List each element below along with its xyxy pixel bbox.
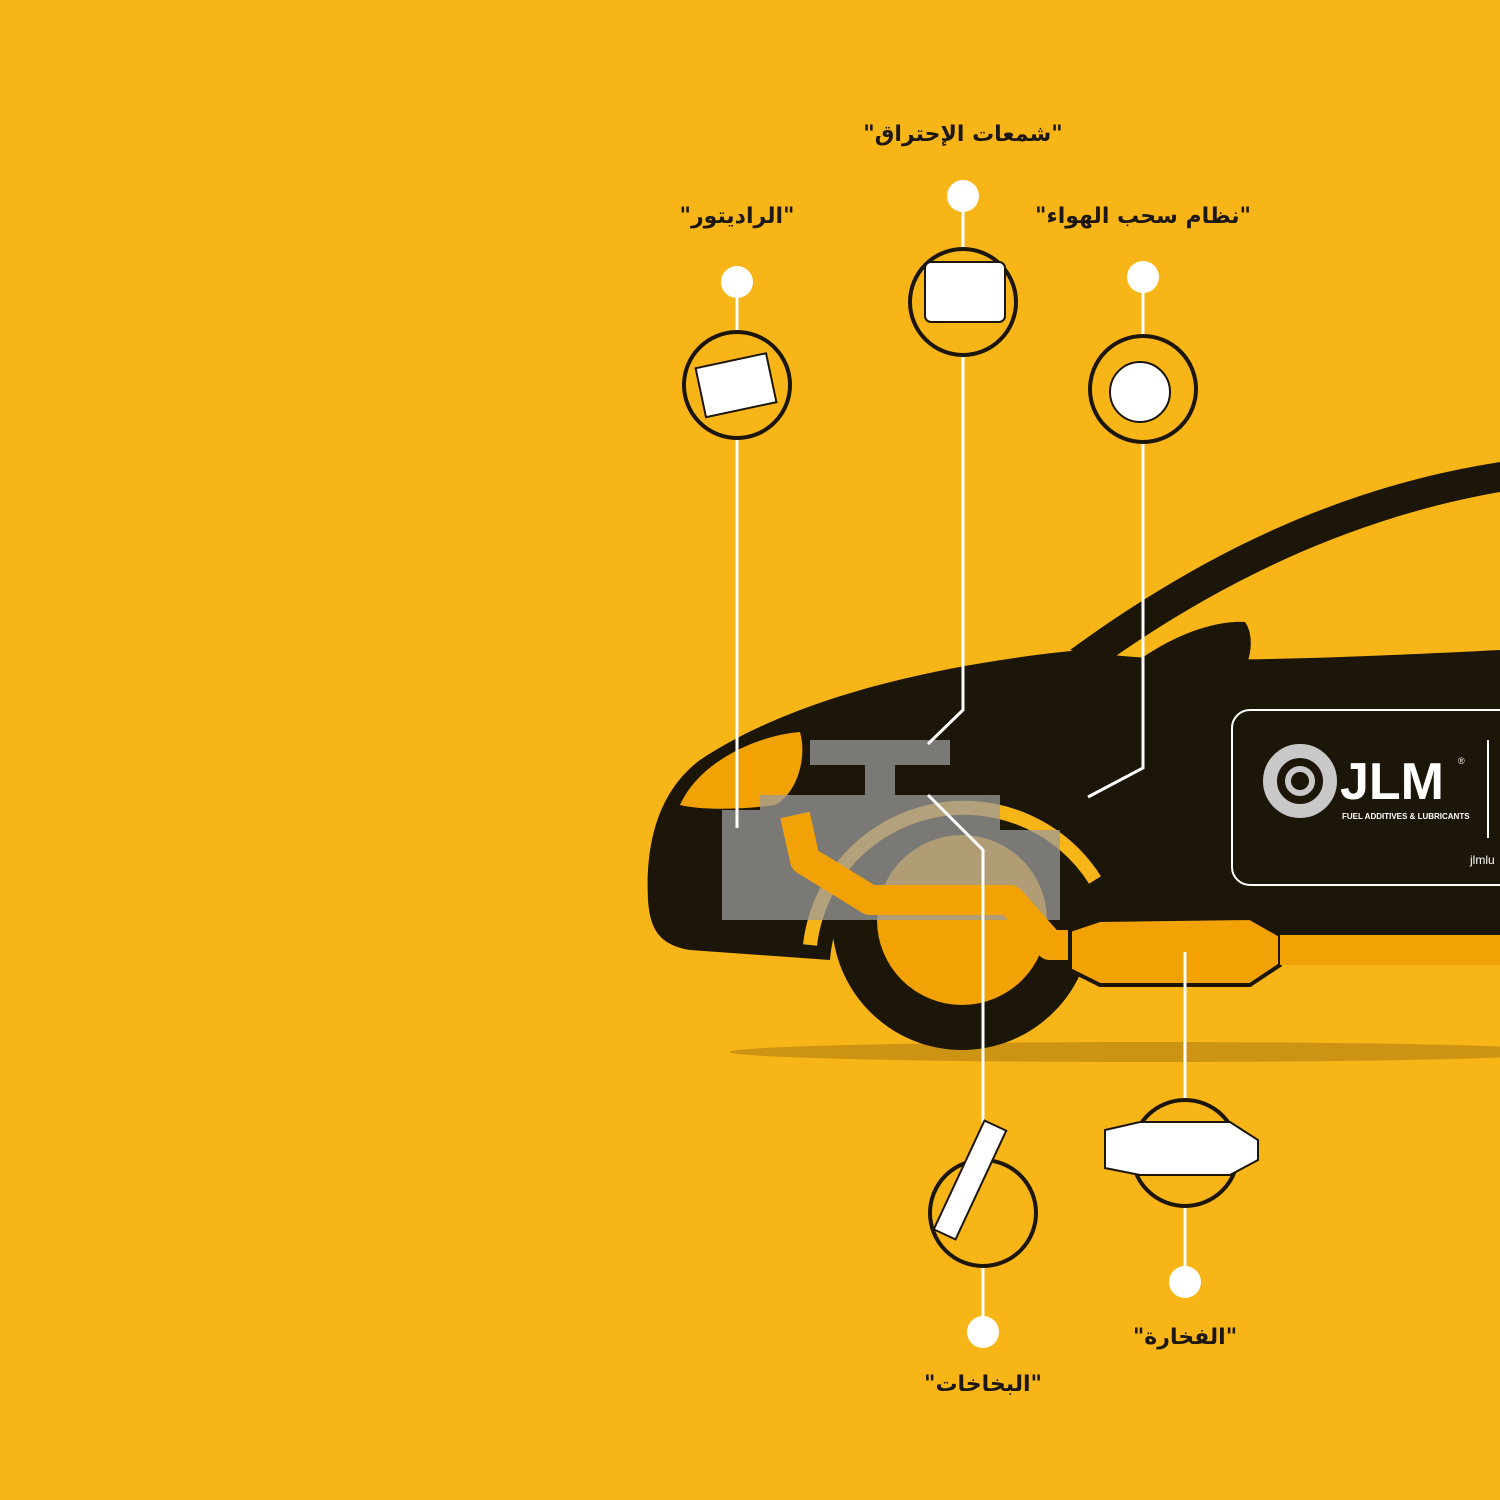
jlm-logo-ring — [1263, 744, 1337, 818]
brand-registered: ® — [1458, 756, 1465, 766]
connector-dots — [721, 180, 1201, 1348]
jlm-logo-inner — [1285, 766, 1315, 796]
brand-name: JLM — [1340, 753, 1444, 811]
exhaust-pipe — [780, 811, 1080, 960]
brand-website: jlmlu — [1470, 853, 1495, 867]
label-spark-plugs: "شمعات الإحتراق" — [863, 122, 1063, 147]
brand-tagline: FUEL ADDITIVES & LUBRICANTS — [1342, 812, 1470, 821]
catalytic-converter-shape — [1068, 915, 1282, 987]
label-injectors: "البخاخات" — [923, 1372, 1043, 1397]
logo-panel — [1231, 709, 1500, 886]
side-mirror — [1120, 621, 1251, 691]
car-shadow — [730, 1042, 1500, 1062]
tailpipe — [1280, 935, 1500, 965]
car-roof — [1070, 462, 1500, 660]
label-catalytic-converter: "الفخارة" — [1132, 1325, 1238, 1350]
label-air-intake: "نظام سحب الهواء" — [1034, 204, 1252, 229]
label-radiator: "الراديتور" — [679, 204, 795, 229]
headlight — [680, 732, 803, 809]
